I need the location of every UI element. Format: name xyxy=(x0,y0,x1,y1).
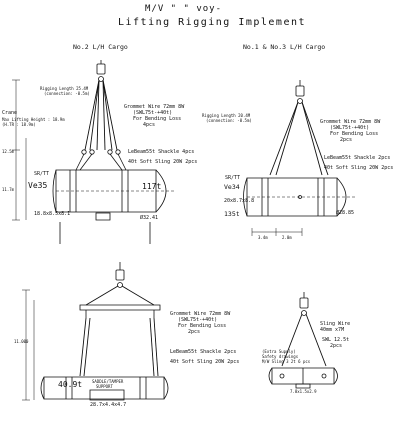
no2-dim-b: 11.7m xyxy=(2,187,15,192)
no1-sling: 40t Soft Sling 20W 2pcs xyxy=(324,165,394,171)
no2-grommet: Grommet Wire 72mm 8W xyxy=(124,104,185,110)
no4-sling-top-sub: 40mm x7M xyxy=(320,327,345,333)
no3-sling: 40t Soft Sling 20W 2pcs xyxy=(170,359,240,365)
no2-lifting-height: Max Lifting Height : 18.9m xyxy=(2,117,65,122)
no2-grommet-qty: 4pcs xyxy=(143,122,156,128)
no1-dim-a: 3.4m xyxy=(258,235,268,240)
no2-rigging-length: Rigging Length 25.4M xyxy=(40,86,89,91)
no1-shackle: LeBeam55t Shackle 2pcs xyxy=(324,155,391,161)
no2-size: 18.8x8.5x8.1 xyxy=(34,211,71,217)
no2-shackle: LeBeam55t Shackle 4pcs xyxy=(128,149,195,155)
no4-slings xyxy=(282,314,326,366)
no2-title: No.2 L/H Cargo xyxy=(73,43,128,51)
no2-cargo-tag: SR/TT xyxy=(34,171,50,177)
no3-grommet-use: For Bending Loss xyxy=(178,323,227,329)
no2-grommet-use: For Bending Loss xyxy=(133,116,182,122)
no3-grommet: Grommet Wire 72mm 8W xyxy=(170,311,231,317)
no1-rigging-connection: (connection: -0.5m) xyxy=(206,118,252,123)
no4-cargo-vessel xyxy=(269,368,338,388)
no3-grommet-qty: 2pcs xyxy=(188,329,201,335)
no3-base: SADDLE/TAMPER xyxy=(92,379,124,384)
no2-extra: Ø32.41 xyxy=(140,215,159,221)
no4-note1: (Extra Supply) xyxy=(262,349,296,354)
no2-cargo-no: Ve35 xyxy=(28,181,48,190)
no3-base-sub: SUPPORT xyxy=(96,384,113,389)
no2-deck-ref: (H.TR : 18.9m) xyxy=(2,122,36,127)
no2-rigging-connection: (connection: -0.5m) xyxy=(44,91,90,96)
no4-bottom: 7.8x1.5x2.9 xyxy=(290,389,317,394)
no2-dim-a: 12.5m xyxy=(2,149,15,154)
no4-hook-block xyxy=(300,292,308,316)
no3-size: 28.7x4.4x4.7 xyxy=(90,402,127,408)
no1-dimension-lines xyxy=(252,228,302,236)
no1-cargo-tag: SR/TT xyxy=(225,175,241,181)
no1-hook-block xyxy=(296,80,304,104)
no2-grommet-swl: (SWL75t-+40t) xyxy=(133,110,173,116)
no1-grommet-use: For Bending Loss xyxy=(330,131,379,137)
no1-cargo-vessel xyxy=(244,178,356,216)
no2-cargo-vessel xyxy=(53,170,176,244)
no4-note3: M/W Sling 3 2t 6 pcs xyxy=(262,359,311,364)
no3-dimension-lines xyxy=(22,290,34,400)
no4-note2: Safety drawings xyxy=(262,354,299,359)
no1-weight: 135t xyxy=(224,210,240,218)
no3-height-dim: 11.000 xyxy=(14,339,29,344)
vessel-header: M/V " " voy- xyxy=(145,4,223,14)
no3-hook-block xyxy=(116,262,124,288)
no4-sling-qty: 2pcs xyxy=(330,343,343,349)
no1-rigging-length: Rigging Length 20.4M xyxy=(202,113,251,118)
no3-spreader-beam xyxy=(80,305,160,318)
no3-cargo-vessel xyxy=(41,377,168,400)
no1-grommet: Grommet Wire 72mm 8W xyxy=(320,119,381,125)
no2-weight: 117t xyxy=(142,182,162,191)
no1-grommet-qty: 2pcs xyxy=(340,137,353,143)
no2-hook-block xyxy=(97,60,105,82)
no2-slings xyxy=(85,80,117,150)
no4-sling-top: Sling Wire xyxy=(320,321,351,327)
no1-slings xyxy=(270,102,328,175)
page-title: Lifting Rigging Implement xyxy=(118,17,307,28)
no1-dim-b: 2.0m xyxy=(282,235,292,240)
no2-shackles xyxy=(76,150,126,170)
no1-cargo-no: Ve34 xyxy=(224,183,240,191)
no1-grommet-swl: (SWL75t-+40t) xyxy=(330,125,370,131)
no2-sling: 40t Soft Sling 20W 2pcs xyxy=(128,159,198,165)
no3-grommet-swl: (SWL75t-+40t) xyxy=(178,317,218,323)
no2-crane-label: Crane xyxy=(2,110,18,116)
no1-extra: Ø28.85 xyxy=(336,210,355,216)
no1-size: 20x8.7x8.8 xyxy=(224,198,255,204)
no3-top-slings xyxy=(86,286,154,305)
no4-sling-swl: SWL 12.5t xyxy=(322,337,350,343)
no3-shackle: LeBeam55t Shackle 2pcs xyxy=(170,349,237,355)
no3-drop-slings xyxy=(80,318,158,376)
no2-dimension-lines xyxy=(12,80,26,220)
no3-weight: 40.9t xyxy=(58,380,83,389)
no1-title: No.1 & No.3 L/H Cargo xyxy=(243,43,326,51)
